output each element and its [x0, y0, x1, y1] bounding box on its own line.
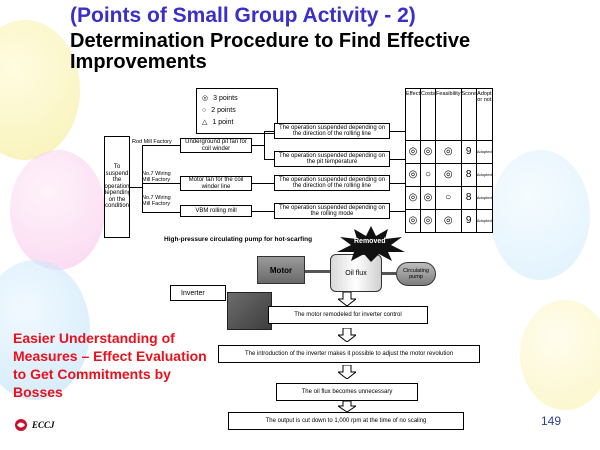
measure-box: The operation suspended depending on the…: [274, 151, 390, 167]
logo-mark-icon: [15, 419, 27, 431]
factory-label: No.7 Wiring Mill Factory: [142, 171, 171, 183]
table-cell: ◎: [405, 209, 421, 233]
evaluation-table: Effect Costs Feasibility Score Adopt or …: [405, 88, 493, 233]
connector-line: [252, 145, 264, 146]
motor-block: Motor: [257, 256, 305, 284]
table-cell: ○: [419, 163, 437, 187]
score-legend: ◎3 points ○2 points △1 point: [196, 88, 278, 134]
logo-text: ECCJ: [32, 420, 55, 430]
connector-line: [390, 211, 405, 212]
removed-burst-icon: [337, 226, 405, 262]
inverter-label-box: Inverter: [170, 285, 226, 301]
connector-line: [390, 183, 405, 184]
table-cell: ◎: [405, 140, 421, 164]
table-cell: ◎: [435, 163, 462, 187]
table-cell: 8: [460, 163, 477, 187]
eccj-logo: ECCJ: [14, 418, 55, 432]
target-box: Motor fan for the coil winder line: [180, 176, 252, 191]
circulating-pump-block: Circulating pump: [396, 262, 436, 286]
down-arrow-icon: [338, 401, 356, 412]
shaft-line: [382, 272, 396, 275]
double-circle-icon: ◎: [202, 95, 209, 102]
table-cell: Adopted: [475, 186, 493, 210]
flow-step-2: The introduction of the inverter makes i…: [218, 345, 480, 363]
table-row: ◎ ◎ ◎ 9 Adopted: [405, 140, 493, 164]
balloon-decoration: [10, 150, 105, 270]
connector-line: [390, 131, 405, 132]
connector-line: [390, 159, 405, 160]
triangle-icon: △: [202, 119, 208, 126]
table-cell: Adopted: [475, 163, 493, 187]
slide-subtitle: (Points of Small Group Activity - 2): [70, 4, 416, 27]
oil-flux-block: Oil flux: [330, 254, 382, 292]
connector-line: [264, 159, 274, 160]
key-message: Easier Understanding of Measures – Effec…: [13, 330, 207, 400]
column-header: Score: [460, 88, 477, 141]
legend-item: ◎3 points: [202, 94, 238, 103]
measure-box: The operation suspended depending on the…: [274, 175, 390, 191]
table-cell: ◎: [419, 186, 437, 210]
down-arrow-icon: [338, 292, 356, 306]
connector-line: [130, 187, 142, 188]
balloon-decoration: [0, 20, 80, 160]
connector-line: [264, 131, 265, 159]
factory-label: No.7 Wiring Mill Factory: [142, 195, 171, 207]
table-cell: 9: [460, 209, 477, 233]
measure-box: The operation suspended depending on the…: [274, 123, 390, 139]
table-cell: ◎: [419, 209, 437, 233]
connector-line: [142, 183, 180, 184]
column-header: Effect: [405, 88, 421, 141]
legend-item: ○2 points: [202, 106, 236, 114]
table-cell: 9: [460, 140, 477, 164]
down-arrow-icon: [338, 328, 356, 342]
down-arrow-icon: [338, 365, 356, 379]
balloon-decoration: [490, 150, 590, 280]
measure-box: The operation suspended depending on the…: [274, 203, 390, 219]
target-box: Underground pit fan for coil winder: [180, 138, 252, 153]
table-header-row: Effect Costs Feasibility Score Adopt or …: [405, 88, 493, 141]
slide-title: Determination Procedure to Find Effectiv…: [70, 30, 471, 73]
table-cell: ◎: [405, 186, 421, 210]
legend-item: △1 point: [202, 118, 234, 127]
balloon-decoration: [0, 260, 90, 400]
connector-line: [142, 145, 143, 213]
table-cell: Adopted: [475, 140, 493, 164]
table-cell: ◎: [419, 140, 437, 164]
connector-line: [252, 183, 274, 184]
page-number: 149: [541, 414, 562, 428]
connector-line: [142, 145, 180, 146]
flow-step-1: The motor remodeled for inverter control: [268, 306, 428, 324]
table-cell: ◎: [405, 163, 421, 187]
column-header: Costs: [419, 88, 437, 141]
flow-step-3: The oil flux becomes unnecessary: [276, 383, 418, 401]
connector-line: [264, 131, 274, 132]
connector-line: [252, 211, 274, 212]
table-row: ◎ ◎ ◎ 9 Adopted: [405, 209, 493, 233]
tree-root: To suspend the operation depending on th…: [104, 136, 130, 238]
column-header: Feasibility: [435, 88, 462, 141]
removed-label: Removed: [354, 238, 386, 245]
table-row: ◎ ◎ ○ 8 Adopted: [405, 186, 493, 210]
flow-step-4: The output is cut down to 1,000 rpm at t…: [228, 412, 464, 430]
table-cell: ◎: [435, 209, 462, 233]
circle-icon: ○: [202, 106, 207, 114]
target-box: VBM rolling mill: [180, 205, 252, 217]
table-cell: ○: [435, 186, 462, 210]
factory-label: Rod Mill Factory: [132, 139, 172, 145]
balloon-decoration: [520, 300, 600, 410]
table-row: ◎ ○ ◎ 8 Adopted: [405, 163, 493, 187]
diagram-title: High-pressure circulating pump for hot-s…: [164, 236, 313, 243]
table-cell: Adopted: [475, 209, 493, 233]
shaft-line: [305, 270, 330, 273]
column-header: Adopt or not: [475, 88, 493, 141]
table-cell: 8: [460, 186, 477, 210]
connector-line: [142, 212, 180, 213]
table-cell: ◎: [435, 140, 462, 164]
inverter-unit-image: [227, 292, 272, 330]
